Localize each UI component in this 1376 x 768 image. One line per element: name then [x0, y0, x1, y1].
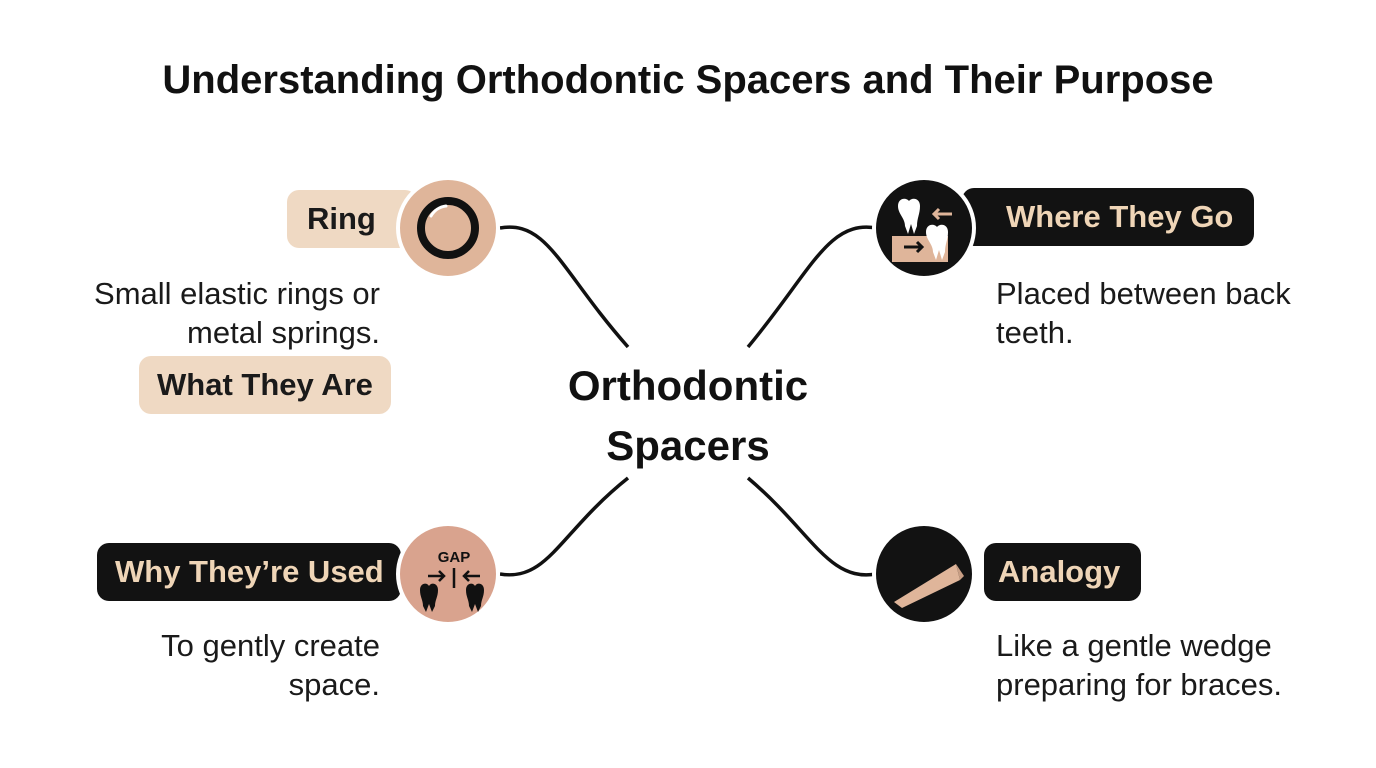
teeth-gap-icon: GAP: [420, 549, 484, 612]
connector-top-right: [746, 225, 877, 349]
gap-icon-text: GAP: [438, 549, 471, 566]
what-they-are-desc-line2: metal springs.: [187, 315, 380, 350]
why-they-are-used-desc-line1: To gently create: [161, 628, 380, 663]
ring-circle: [396, 176, 500, 280]
what-they-are-desc-line1: Small elastic rings or: [94, 276, 380, 311]
analogy-desc-line1: Like a gentle wedge: [996, 628, 1272, 663]
why-they-are-used-desc-line2: space.: [288, 667, 380, 702]
where-they-go-desc: Placed between back teeth.: [996, 274, 1291, 352]
center-topic-line1: Orthodontic: [567, 362, 809, 409]
where-they-go-heading: Where They Go: [962, 188, 1254, 246]
ring-icon: [417, 197, 479, 259]
analogy-desc: Like a gentle wedge preparing for braces…: [996, 626, 1282, 704]
why-they-are-used-desc: To gently create space.: [70, 626, 380, 704]
analogy-desc-line2: preparing for braces.: [996, 667, 1283, 702]
wedge-icon: [894, 564, 964, 608]
where-they-go-circle: [872, 176, 976, 280]
teeth-placement-icon: [892, 198, 952, 262]
where-they-go-desc-line2: teeth.: [996, 315, 1074, 350]
page-title: Understanding Orthodontic Spacers and Th…: [162, 58, 1214, 102]
connector-bottom-right: [746, 476, 877, 577]
center-topic-line2: Spacers: [606, 422, 770, 469]
where-they-go-desc-line1: Placed between back: [996, 276, 1291, 311]
what-they-are-heading: What They Are: [139, 356, 391, 414]
center-topic: Orthodontic Spacers: [528, 356, 848, 476]
why-they-are-used-heading: Why They’re Used: [97, 543, 401, 601]
analogy-heading: Analogy: [984, 543, 1141, 601]
connector-top-left: [499, 225, 630, 349]
connector-bottom-left: [499, 476, 630, 577]
analogy-circle: [872, 522, 976, 626]
why-they-are-used-circle: GAP: [396, 522, 500, 626]
ring-label: Ring: [287, 190, 417, 248]
what-they-are-desc: Small elastic rings or metal springs.: [70, 274, 380, 352]
